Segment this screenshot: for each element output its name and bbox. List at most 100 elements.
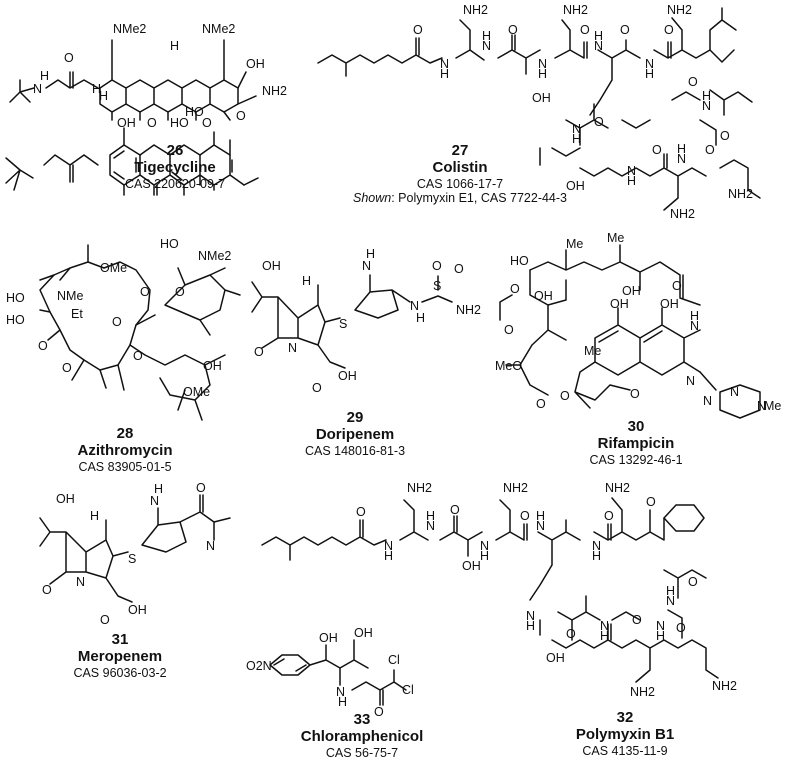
atom-label: HO	[6, 313, 25, 327]
atom-labels-28: OMe NMe2 HO NMe HO Et HO O O O O O O OH …	[6, 237, 231, 399]
atom-label: O	[604, 509, 614, 523]
atom-label: O	[630, 387, 640, 401]
atom-label: OMe	[100, 261, 127, 275]
atom-label: MeO	[495, 359, 522, 373]
cas-number: CAS 96036-03-2	[73, 665, 167, 680]
atom-label: HO	[6, 291, 25, 305]
caption-28: 28 Azithromycin CAS 83905-01-5	[55, 425, 195, 473]
atom-label: H	[92, 82, 101, 96]
atom-label: OH	[56, 492, 75, 506]
structure-28-azithromycin	[39, 244, 241, 421]
atom-label: O	[133, 349, 143, 363]
atom-label: O	[652, 143, 662, 157]
caption-26: 26 Tigecycline CAS 220620-09-7	[105, 142, 245, 191]
atom-label: OH	[534, 289, 553, 303]
atom-labels-26: NMe2 NMe2 OH NH2 OH O HO O HO O O H N H …	[33, 22, 287, 130]
atom-label: O	[374, 705, 384, 719]
atom-label: O	[566, 627, 576, 641]
atom-labels-31: OH H N H O N S O N OH O	[42, 481, 215, 627]
atom-label: N	[536, 519, 545, 533]
atom-label: N	[592, 539, 601, 553]
atom-label: O	[520, 509, 530, 523]
atom-label: N	[690, 319, 699, 333]
atom-label: NH2	[712, 679, 737, 693]
compound-name: Tigecycline	[134, 158, 216, 176]
shown-prefix: Shown	[352, 190, 392, 205]
atom-label: O	[202, 116, 212, 130]
atom-label: O	[196, 481, 206, 495]
atom-label: Me	[764, 399, 781, 413]
compound-name: Meropenem	[77, 647, 163, 665]
atom-label: H	[170, 39, 179, 53]
atom-label: OH	[622, 284, 641, 298]
atom-label: O	[147, 116, 157, 130]
atom-label: N	[538, 57, 547, 71]
atom-label: NMe	[57, 289, 83, 303]
atom-label: Cl	[388, 653, 400, 667]
atom-label: O	[254, 345, 264, 359]
atom-label: NH2	[605, 481, 630, 495]
shown-note: Shown: Polymyxin E1, CAS 7722-44-3	[340, 191, 580, 205]
compound-name: Chloramphenicol	[300, 727, 424, 745]
atom-label: H	[666, 584, 675, 598]
atom-label: NH2	[262, 84, 287, 98]
atom-label: OH	[262, 259, 281, 273]
atom-label: O	[620, 23, 630, 37]
atom-label: O	[664, 23, 674, 37]
atom-label: N	[384, 539, 393, 553]
atom-label: O	[646, 495, 656, 509]
atom-label: NMe2	[113, 22, 146, 36]
atom-label: O	[112, 315, 122, 329]
atom-label: OH	[546, 651, 565, 665]
atom-label: H	[384, 549, 393, 563]
shown-text: : Polymyxin E1, CAS 7722-44-3	[391, 190, 567, 205]
atom-label: N	[480, 539, 489, 553]
cas-number: CAS 220620-09-7	[124, 176, 226, 191]
compound-name: Doripenem	[315, 425, 395, 443]
caption-33: 33 Chloramphenicol CAS 56-75-7	[292, 711, 432, 760]
atom-label: N	[656, 619, 665, 633]
caption-31: 31 Meropenem CAS 96036-03-2	[50, 631, 190, 680]
atom-label: N	[645, 57, 654, 71]
atom-label: H	[627, 174, 636, 188]
structure-27-colistin	[317, 7, 761, 211]
structure-31-meropenem	[39, 494, 231, 603]
cas-number: CAS 148016-81-3	[304, 443, 406, 458]
atom-label: O	[100, 613, 110, 627]
atom-label: OH	[246, 57, 265, 71]
atom-label: H	[645, 67, 654, 81]
atom-label: N	[410, 299, 419, 313]
structure-26-tigecycline	[5, 127, 259, 196]
atom-label: O	[720, 129, 730, 143]
atom-label: OH	[354, 626, 373, 640]
atom-label: HO	[510, 254, 529, 268]
atom-label: N	[702, 99, 711, 113]
atom-label: N	[440, 57, 449, 71]
atom-labels-30: HO Me Me OH OH O O O N H OH OH MeO Me O …	[495, 231, 781, 413]
atom-label: O	[676, 621, 686, 635]
atom-label: OH	[660, 297, 679, 311]
atom-label: H	[482, 29, 491, 43]
atom-label: O	[580, 23, 590, 37]
atom-label: H	[366, 247, 375, 261]
atom-label: N	[703, 394, 712, 408]
atom-label: Me	[566, 237, 583, 251]
atom-label: N	[288, 341, 297, 355]
cas-number: CAS 56-75-7	[325, 745, 399, 760]
atom-label: OH	[117, 116, 136, 130]
atom-label: H	[338, 695, 347, 709]
structure-33-chloramphenicol	[269, 639, 407, 706]
atom-label: O	[672, 279, 682, 293]
atom-label: O	[536, 397, 546, 411]
atom-label: O	[504, 323, 514, 337]
atom-label: O	[140, 285, 150, 299]
atom-label: OH	[319, 631, 338, 645]
atom-label: Cl	[402, 683, 414, 697]
atom-label: NMe2	[202, 22, 235, 36]
structure-30-rifampicin	[499, 244, 761, 419]
atom-label: O	[432, 259, 442, 273]
atom-label: N	[627, 164, 636, 178]
atom-label: OH	[338, 369, 357, 383]
caption-32: 32 Polymyxin B1 CAS 4135-11-9	[555, 709, 695, 757]
